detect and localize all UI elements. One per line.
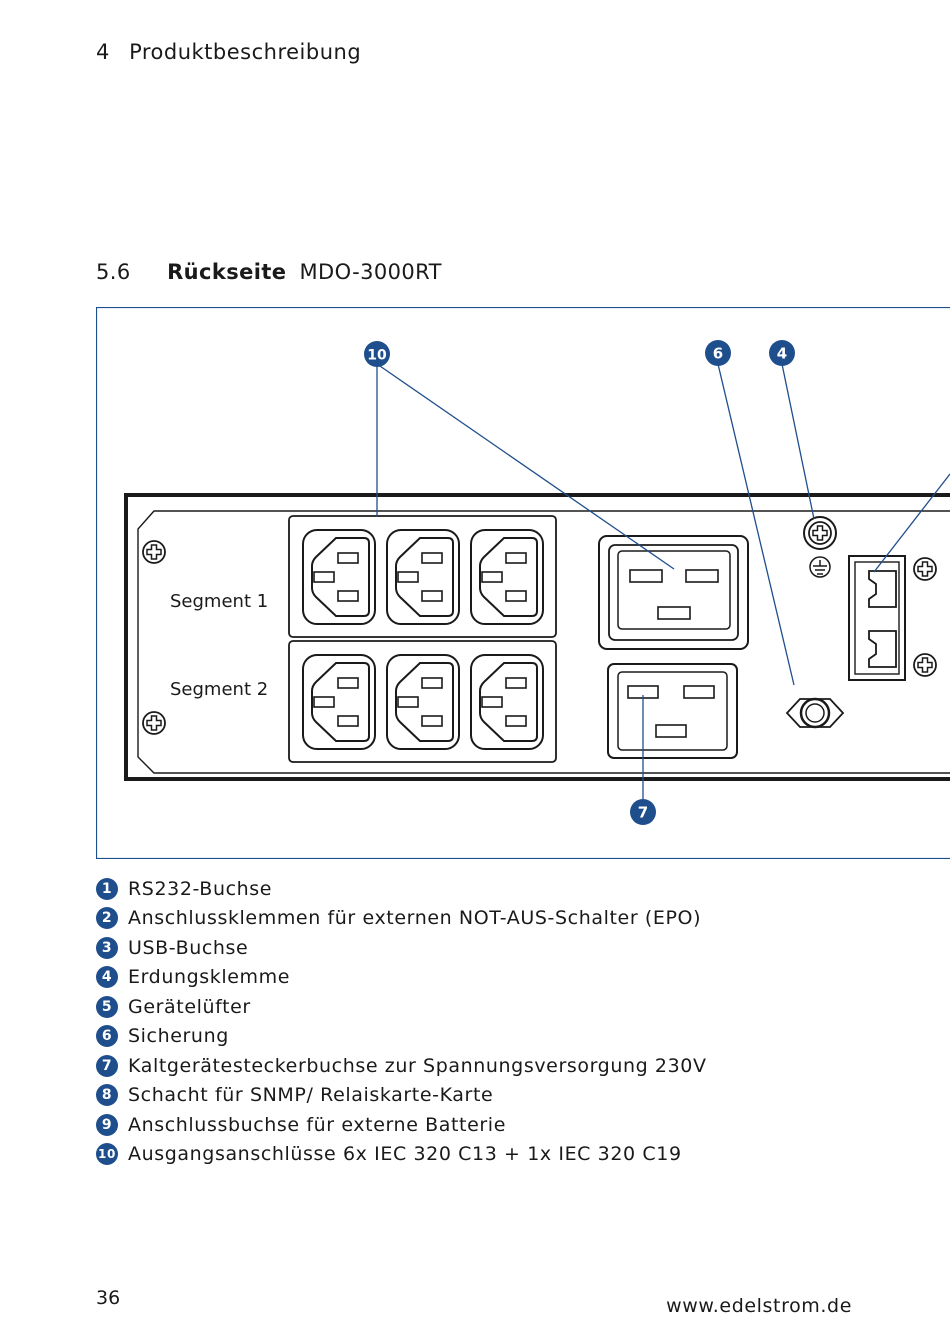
- legend-badge: 8: [96, 1084, 118, 1107]
- svg-text:10: 10: [367, 348, 387, 364]
- legend-text: Schacht für SNMP/ Relaiskarte-Karte: [128, 1084, 494, 1107]
- legend-item: 7 Kaltgerätesteckerbuchse zur Spannungsve…: [96, 1051, 707, 1081]
- c13-outlet-icon: [302, 654, 376, 750]
- callout-10-badge: 10: [364, 341, 390, 367]
- battery-port-icon: [848, 555, 906, 681]
- c20-inlet-icon: [607, 663, 738, 759]
- legend-item: 9 Anschlussbuchse für externe Batterie: [96, 1110, 707, 1140]
- c13-outlet-icon: [386, 654, 460, 750]
- chapter-title: Produktbeschreibung: [129, 40, 362, 64]
- chapter-number: 4: [96, 40, 110, 64]
- legend-item: 10 Ausgangsanschlüsse 6x IEC 320 C13 + 1x…: [96, 1140, 707, 1170]
- legend-text: USB-Buchse: [128, 936, 249, 959]
- legend-item: 1 RS232-Buchse: [96, 874, 707, 904]
- legend-item: 5 Gerätelüfter: [96, 992, 707, 1022]
- segment-2-box: [288, 640, 557, 763]
- legend-badge: 3: [96, 936, 118, 959]
- ground-symbol-icon: [809, 556, 831, 578]
- section-title: 5.6 Rückseite MDO-3000RT: [96, 260, 442, 284]
- c13-outlet-icon: [302, 529, 376, 625]
- legend-text: Ausgangsanschlüsse 6x IEC 320 C13 + 1x I…: [128, 1143, 682, 1166]
- segment-1-box: [288, 515, 557, 638]
- callout-4-badge: 4: [769, 340, 795, 366]
- svg-text:7: 7: [638, 804, 648, 822]
- callout-6-badge: 6: [705, 340, 731, 366]
- running-head: 4 Produktbeschreibung: [96, 40, 361, 64]
- ground-terminal-icon: [803, 516, 837, 550]
- legend-text: Anschlussbuchse für externe Batterie: [128, 1113, 506, 1136]
- legend-item: 2 Anschlussklemmen für externen NOT-AUS-S…: [96, 904, 707, 934]
- legend-text: Kaltgerätesteckerbuchse zur Spannungsver…: [128, 1054, 707, 1077]
- section-number: 5.6: [96, 260, 131, 284]
- legend-badge: 4: [96, 966, 118, 989]
- mounting-screw-icon: [142, 540, 166, 564]
- legend-item: 8 Schacht für SNMP/ Relaiskarte-Karte: [96, 1081, 707, 1111]
- legend-badge: 6: [96, 1025, 118, 1048]
- callout-leader-lines: [376, 363, 950, 799]
- legend-text: Erdungsklemme: [128, 966, 291, 989]
- c13-outlet-icon: [470, 529, 544, 625]
- legend-item: 3 USB-Buchse: [96, 933, 707, 963]
- svg-text:4: 4: [777, 345, 787, 363]
- legend-text: RS232-Buchse: [128, 877, 273, 900]
- callout-7-badge: 7: [630, 799, 656, 825]
- rear-panel-diagram: Segment 1 Segment 2: [96, 307, 950, 859]
- website-link[interactable]: www.edelstrom.de: [666, 1295, 852, 1317]
- section-model: MDO-3000RT: [299, 260, 442, 284]
- figure-frame: [96, 307, 950, 859]
- legend-badge: 10: [96, 1143, 118, 1166]
- svg-text:6: 6: [713, 345, 723, 363]
- page-number: 36: [96, 1287, 121, 1309]
- fuse-holder-icon: [785, 697, 845, 729]
- legend-badge: 1: [96, 877, 118, 900]
- mounting-screw-icon: [913, 557, 937, 581]
- c13-outlet-icon: [470, 654, 544, 750]
- legend-text: Sicherung: [128, 1025, 229, 1048]
- mounting-screw-icon: [913, 653, 937, 677]
- segment-2-label: Segment 2: [170, 679, 268, 700]
- legend-badge: 9: [96, 1113, 118, 1136]
- legend-badge: 7: [96, 1054, 118, 1077]
- legend-item: 4 Erdungsklemme: [96, 963, 707, 993]
- rear-panel-figure: Segment 1 Segment 2: [96, 307, 950, 859]
- legend-list: 1 RS232-Buchse 2 Anschlussklemmen für exte…: [96, 874, 707, 1169]
- ups-chassis: [124, 493, 950, 781]
- c13-outlet-icon: [386, 529, 460, 625]
- legend-text: Anschlussklemmen für externen NOT-AUS-Sc…: [128, 907, 702, 930]
- legend-badge: 5: [96, 995, 118, 1018]
- legend-item: 6 Sicherung: [96, 1022, 707, 1052]
- segment-1-label: Segment 1: [170, 591, 268, 612]
- c19-outlet-icon: [598, 535, 749, 650]
- legend-badge: 2: [96, 907, 118, 930]
- section-name: Rückseite: [167, 260, 287, 284]
- legend-text: Gerätelüfter: [128, 995, 251, 1018]
- mounting-screw-icon: [142, 711, 166, 735]
